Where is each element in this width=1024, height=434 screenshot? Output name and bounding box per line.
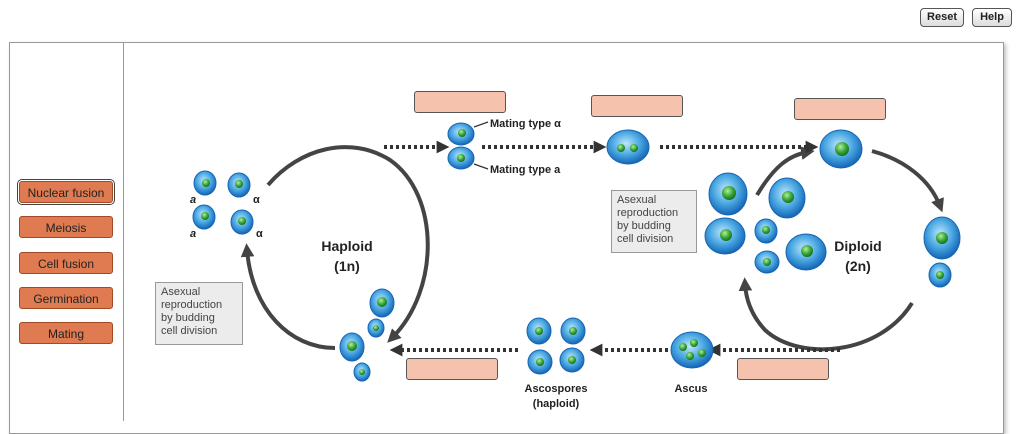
drop-target-1[interactable] <box>414 91 506 113</box>
label-meiosis[interactable]: Meiosis <box>19 216 113 238</box>
label-nuclear-fusion[interactable]: Nuclear fusion <box>17 179 115 205</box>
drop-target-2[interactable] <box>591 95 683 117</box>
asexual-note-diploid: Asexual reproduction by budding cell div… <box>611 190 697 253</box>
label-mating[interactable]: Mating <box>19 322 113 344</box>
help-button[interactable]: Help <box>972 8 1012 27</box>
drop-target-4[interactable] <box>406 358 498 380</box>
panel-divider <box>123 42 124 421</box>
label-germination[interactable]: Germination <box>19 287 113 309</box>
label-cell-fusion[interactable]: Cell fusion <box>19 252 113 274</box>
drop-target-3[interactable] <box>794 98 886 120</box>
reset-button[interactable]: Reset <box>920 8 964 27</box>
asexual-note-haploid: Asexual reproduction by budding cell div… <box>155 282 243 345</box>
drop-target-5[interactable] <box>737 358 829 380</box>
